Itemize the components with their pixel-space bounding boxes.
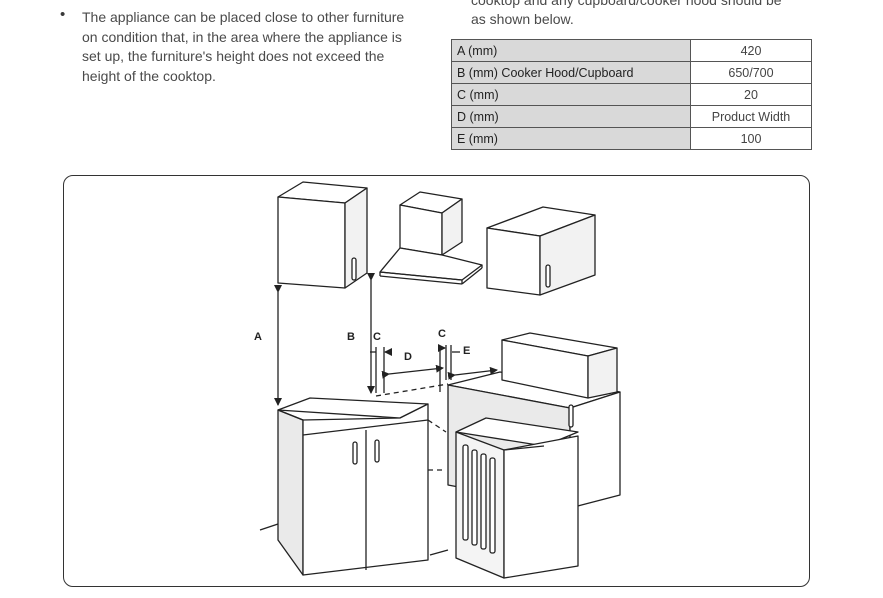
dimension-e — [447, 351, 498, 380]
intro-text: cooktop and any cupboard/cooker hood sho… — [471, 0, 782, 27]
table-row: A (mm) 420 — [451, 39, 812, 62]
row-label: B (mm) Cooker Hood/Cupboard — [451, 61, 691, 84]
row-label: D (mm) — [451, 105, 691, 128]
table-row: E (mm) 100 — [451, 127, 812, 150]
table-row: B (mm) Cooker Hood/Cupboard 650/700 — [451, 61, 812, 84]
label-c-right: C — [438, 328, 446, 340]
row-label: E (mm) — [451, 127, 691, 150]
label-b: B — [347, 331, 355, 343]
bullet-text: The appliance can be placed close to oth… — [82, 9, 405, 84]
base-cabinet-left — [259, 397, 429, 576]
label-e: E — [463, 345, 471, 357]
wall-cabinet-right — [486, 206, 596, 296]
dimension-d — [381, 350, 444, 392]
label-c-left: C — [373, 331, 381, 343]
table-row: D (mm) Product Width — [451, 105, 812, 128]
label-d: D — [404, 351, 412, 363]
dimension-c-left — [370, 347, 392, 393]
wall-cabinet-left — [277, 181, 368, 289]
installation-figure — [63, 175, 810, 587]
row-value: Product Width — [690, 105, 812, 128]
clearance-table: A (mm) 420 B (mm) Cooker Hood/Cupboard 6… — [451, 39, 812, 150]
cooker-hood — [379, 191, 483, 285]
appliance — [455, 417, 579, 579]
top-right-unit — [501, 332, 618, 399]
row-label: A (mm) — [451, 39, 691, 62]
row-value: 100 — [690, 127, 812, 150]
bullet-dot: • — [60, 6, 66, 23]
guide-lines — [375, 383, 449, 471]
label-a: A — [254, 331, 262, 343]
